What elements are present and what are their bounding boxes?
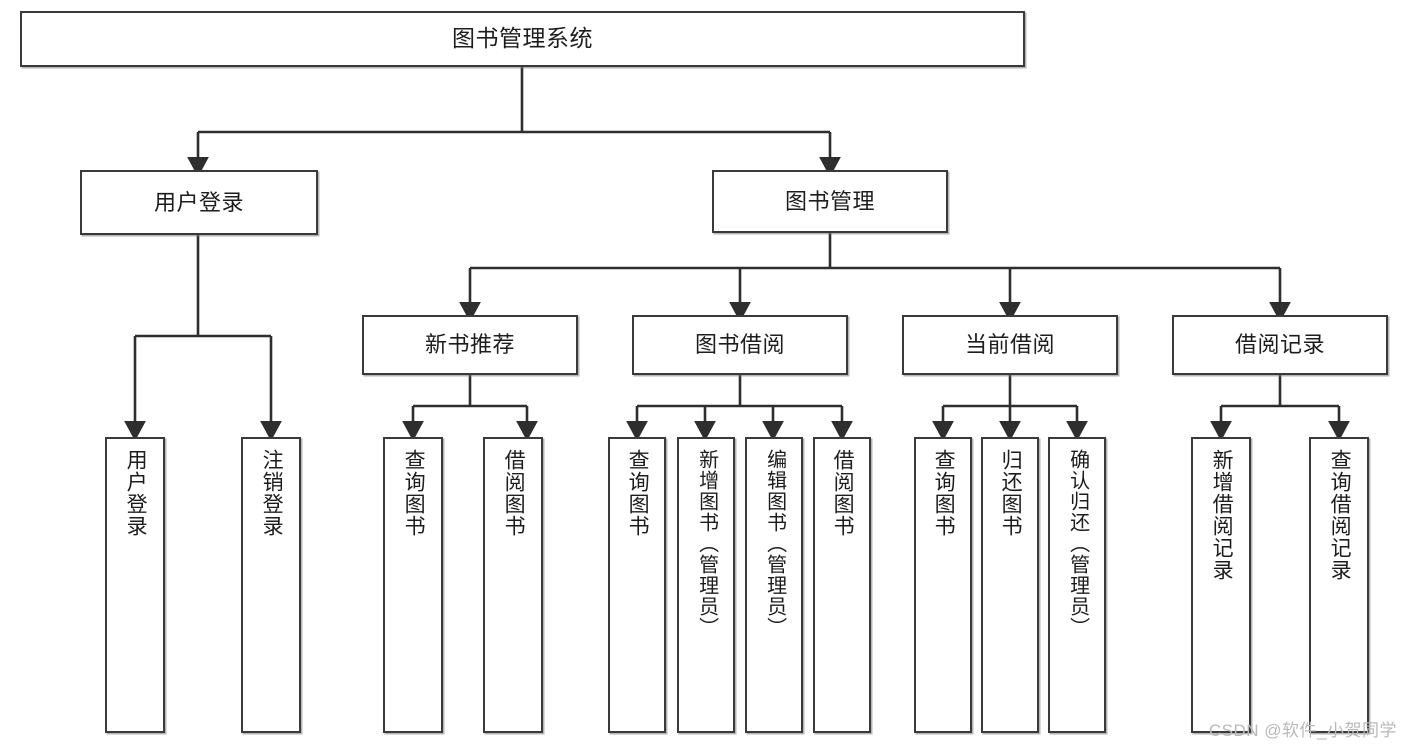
node-current-borrow-label: 当前借阅 (964, 332, 1055, 358)
node-current-borrow[interactable]: 当前借阅 (902, 315, 1118, 375)
leaf-query-book-3[interactable]: 查询图书 (914, 437, 972, 733)
node-root-label: 图书管理系统 (452, 25, 593, 52)
leaf-add-record[interactable]: 新增借阅记录 (1191, 437, 1251, 733)
leaf-user-login-label: 用户登录 (124, 449, 148, 537)
node-book-manage-label: 图书管理 (784, 188, 875, 214)
watermark: CSDN @软件_小贺同学 (1208, 721, 1397, 740)
leaf-borrow-book-2[interactable]: 借阅图书 (813, 437, 871, 733)
node-book-borrow[interactable]: 图书借阅 (632, 315, 848, 375)
node-new-book-rec[interactable]: 新书推荐 (362, 315, 578, 375)
leaf-add-book-label: 新增图书（管理员） (695, 449, 718, 638)
leaf-query-book-2-label: 查询图书 (626, 449, 650, 537)
leaf-query-book-3-label: 查询图书 (932, 449, 956, 537)
leaf-user-logout-label: 注销登录 (260, 449, 284, 537)
leaf-borrow-book-1-label: 借阅图书 (502, 449, 526, 537)
node-book-borrow-label: 图书借阅 (694, 332, 785, 358)
node-user-login[interactable]: 用户登录 (80, 170, 318, 235)
leaf-user-logout[interactable]: 注销登录 (241, 437, 301, 733)
leaf-confirm-return-label: 确认归还（管理员） (1066, 449, 1089, 638)
node-borrow-record[interactable]: 借阅记录 (1172, 315, 1388, 375)
leaf-edit-book-label: 编辑图书（管理员） (763, 449, 786, 638)
leaf-borrow-book-2-label: 借阅图书 (831, 449, 855, 537)
leaf-confirm-return[interactable]: 确认归还（管理员） (1048, 437, 1106, 733)
node-book-manage[interactable]: 图书管理 (712, 170, 948, 233)
leaf-query-book-2[interactable]: 查询图书 (608, 437, 666, 733)
leaf-return-book-label: 归还图书 (999, 449, 1023, 537)
node-root[interactable]: 图书管理系统 (20, 11, 1025, 67)
leaf-query-book-1[interactable]: 查询图书 (383, 437, 443, 733)
node-user-login-label: 用户登录 (153, 189, 244, 215)
leaf-query-record[interactable]: 查询借阅记录 (1309, 437, 1369, 733)
leaf-add-record-label: 新增借阅记录 (1210, 449, 1234, 581)
leaf-return-book[interactable]: 归还图书 (981, 437, 1039, 733)
leaf-query-book-1-label: 查询图书 (402, 449, 426, 537)
leaf-borrow-book-1[interactable]: 借阅图书 (483, 437, 543, 733)
node-new-book-rec-label: 新书推荐 (424, 332, 515, 358)
leaf-user-login[interactable]: 用户登录 (105, 437, 165, 733)
node-borrow-record-label: 借阅记录 (1234, 332, 1325, 358)
leaf-add-book[interactable]: 新增图书（管理员） (677, 437, 735, 733)
leaf-edit-book[interactable]: 编辑图书（管理员） (745, 437, 803, 733)
leaf-query-record-label: 查询借阅记录 (1328, 449, 1352, 581)
